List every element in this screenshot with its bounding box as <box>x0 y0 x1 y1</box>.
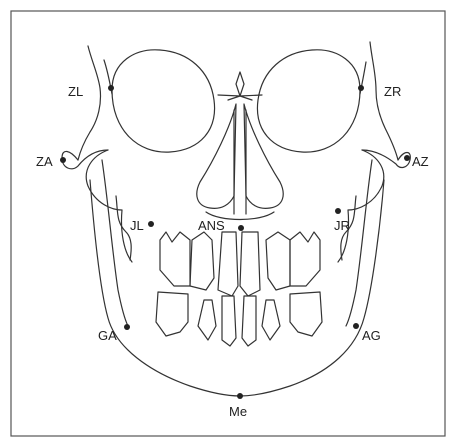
tooth <box>240 232 260 296</box>
right-orbit <box>257 50 360 152</box>
nasal-cavity-left <box>197 104 236 208</box>
landmark-az-dot <box>404 155 410 161</box>
lower-teeth <box>156 292 322 346</box>
landmark-za-label: ZA <box>36 154 53 169</box>
landmark-zl-dot <box>108 85 114 91</box>
left-maxilla <box>86 150 132 262</box>
landmark-ga-dot <box>124 324 130 330</box>
landmark-zl-label: ZL <box>68 84 83 99</box>
landmark-ag-label: AG <box>362 328 381 343</box>
landmark-ans-dot <box>238 225 244 231</box>
nasal-cavity-right <box>244 104 283 208</box>
landmark-zr-dot <box>358 85 364 91</box>
tooth <box>290 232 320 286</box>
landmark-jr-label: JR <box>334 218 350 233</box>
landmark-me-dot <box>237 393 243 399</box>
left-orbital-rim <box>78 46 101 160</box>
tooth <box>190 232 214 290</box>
landmark-jl-label: JL <box>130 218 144 233</box>
right-zygomatic-arch <box>362 150 410 167</box>
tooth <box>156 292 188 336</box>
tooth <box>160 232 190 286</box>
landmark-zr-label: ZR <box>384 84 401 99</box>
landmark-ans-label: ANS <box>198 218 225 233</box>
tooth <box>266 232 290 290</box>
tooth <box>198 300 216 340</box>
tooth <box>222 296 236 346</box>
landmark-ag-dot <box>353 323 359 329</box>
upper-teeth <box>160 232 320 296</box>
landmark-jl-dot <box>148 221 154 227</box>
landmark-az-label: AZ <box>412 154 429 169</box>
left-orbit <box>112 50 215 152</box>
tooth <box>290 292 322 336</box>
landmark-me-label: Me <box>229 404 247 419</box>
tooth <box>262 300 280 340</box>
landmark-jr-dot <box>335 208 341 214</box>
landmark-za-dot <box>60 157 66 163</box>
nasal-bone-star <box>218 72 262 100</box>
right-orbital-rim <box>370 42 398 160</box>
tooth <box>242 296 256 346</box>
tooth <box>218 232 238 296</box>
landmark-ga-label: GA <box>98 328 117 343</box>
left-coronoid <box>116 196 131 260</box>
